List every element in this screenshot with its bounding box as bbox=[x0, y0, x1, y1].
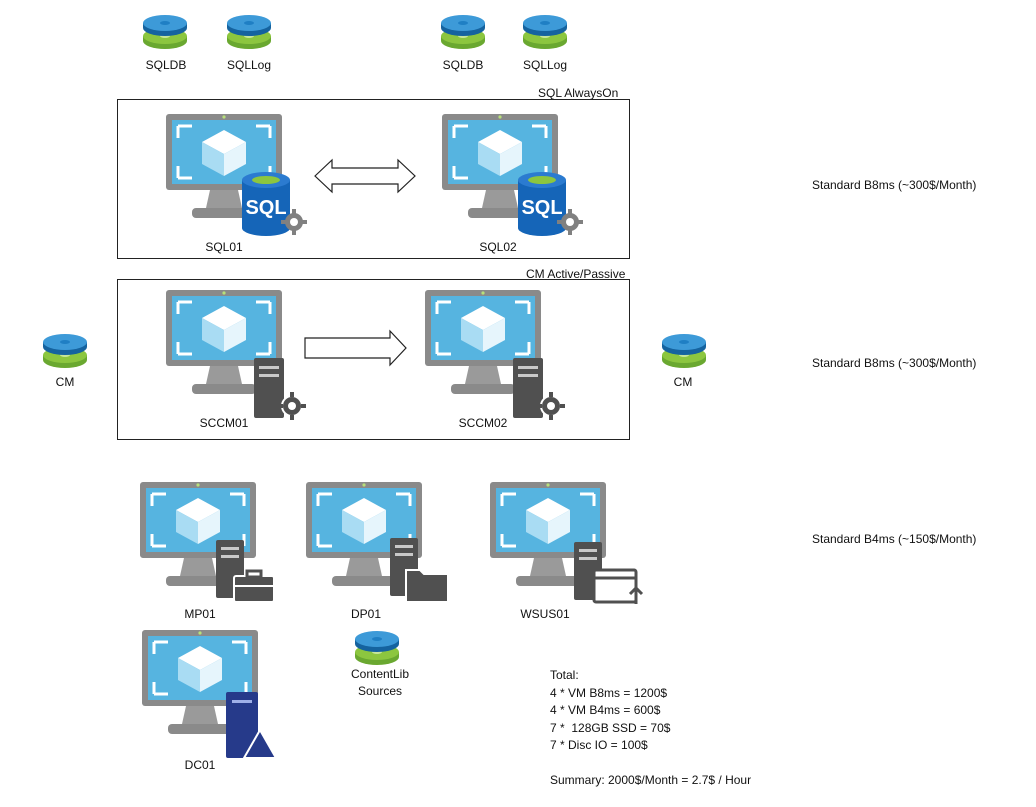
managed-disk-icon bbox=[43, 334, 87, 368]
totals-line: 7 * 128GB SSD = 70$ bbox=[550, 720, 671, 735]
disk-label: SQLLog bbox=[522, 58, 568, 72]
totals-heading: Total: bbox=[550, 668, 579, 682]
disk-label: SQLDB bbox=[442, 58, 484, 72]
disk-label: Sources bbox=[357, 684, 403, 698]
server-label: DC01 bbox=[184, 758, 216, 772]
group-label-cm: CM Active/Passive bbox=[526, 267, 626, 281]
pricing-label: Standard B8ms (~300$/Month) bbox=[812, 356, 977, 370]
virtual-machine-icon bbox=[140, 628, 278, 759]
bidirectional-arrow-icon bbox=[314, 158, 416, 194]
server-label: SQL01 bbox=[205, 240, 243, 254]
server-label: WSUS01 bbox=[520, 607, 570, 621]
managed-disk-icon bbox=[441, 15, 485, 49]
virtual-machine-icon bbox=[164, 288, 307, 421]
disk-label: CM bbox=[55, 375, 75, 389]
totals-summary: Summary: 2000$/Month = 2.7$ / Hour bbox=[550, 772, 752, 787]
managed-disk-icon bbox=[227, 15, 271, 49]
disk-label: CM bbox=[673, 375, 693, 389]
totals-line: 7 * Disc IO = 100$ bbox=[550, 738, 648, 753]
sql-alwayson-group bbox=[117, 99, 630, 259]
virtual-machine-icon bbox=[304, 480, 449, 603]
pricing-label: Standard B4ms (~150$/Month) bbox=[812, 532, 977, 546]
server-label: DP01 bbox=[350, 607, 382, 621]
virtual-machine-icon bbox=[440, 112, 583, 236]
managed-disk-icon bbox=[355, 631, 399, 665]
disk-label: ContentLib bbox=[350, 667, 410, 681]
managed-disk-icon bbox=[523, 15, 567, 49]
totals-line: 4 * VM B4ms = 600$ bbox=[550, 703, 661, 718]
cost-summary: Total: 4 * VM B8ms = 1200$ 4 * VM B4ms =… bbox=[550, 667, 751, 790]
virtual-machine-icon bbox=[138, 480, 275, 603]
cm-active-passive-group bbox=[117, 279, 630, 440]
virtual-machine-icon bbox=[423, 288, 566, 421]
virtual-machine-icon bbox=[488, 480, 644, 604]
arrow-right-icon bbox=[304, 329, 407, 367]
virtual-machine-icon bbox=[164, 112, 307, 236]
managed-disk-icon bbox=[662, 334, 706, 368]
group-label-sql: SQL AlwaysOn bbox=[538, 86, 619, 100]
disk-label: SQLLog bbox=[226, 58, 272, 72]
pricing-label: Standard B8ms (~300$/Month) bbox=[812, 178, 977, 192]
server-label: SCCM02 bbox=[458, 416, 508, 430]
server-label: SQL02 bbox=[479, 240, 517, 254]
server-label: SCCM01 bbox=[199, 416, 249, 430]
server-label: MP01 bbox=[184, 607, 216, 621]
managed-disk-icon bbox=[143, 15, 187, 49]
totals-line: 4 * VM B8ms = 1200$ bbox=[550, 685, 668, 700]
disk-label: SQLDB bbox=[145, 58, 187, 72]
